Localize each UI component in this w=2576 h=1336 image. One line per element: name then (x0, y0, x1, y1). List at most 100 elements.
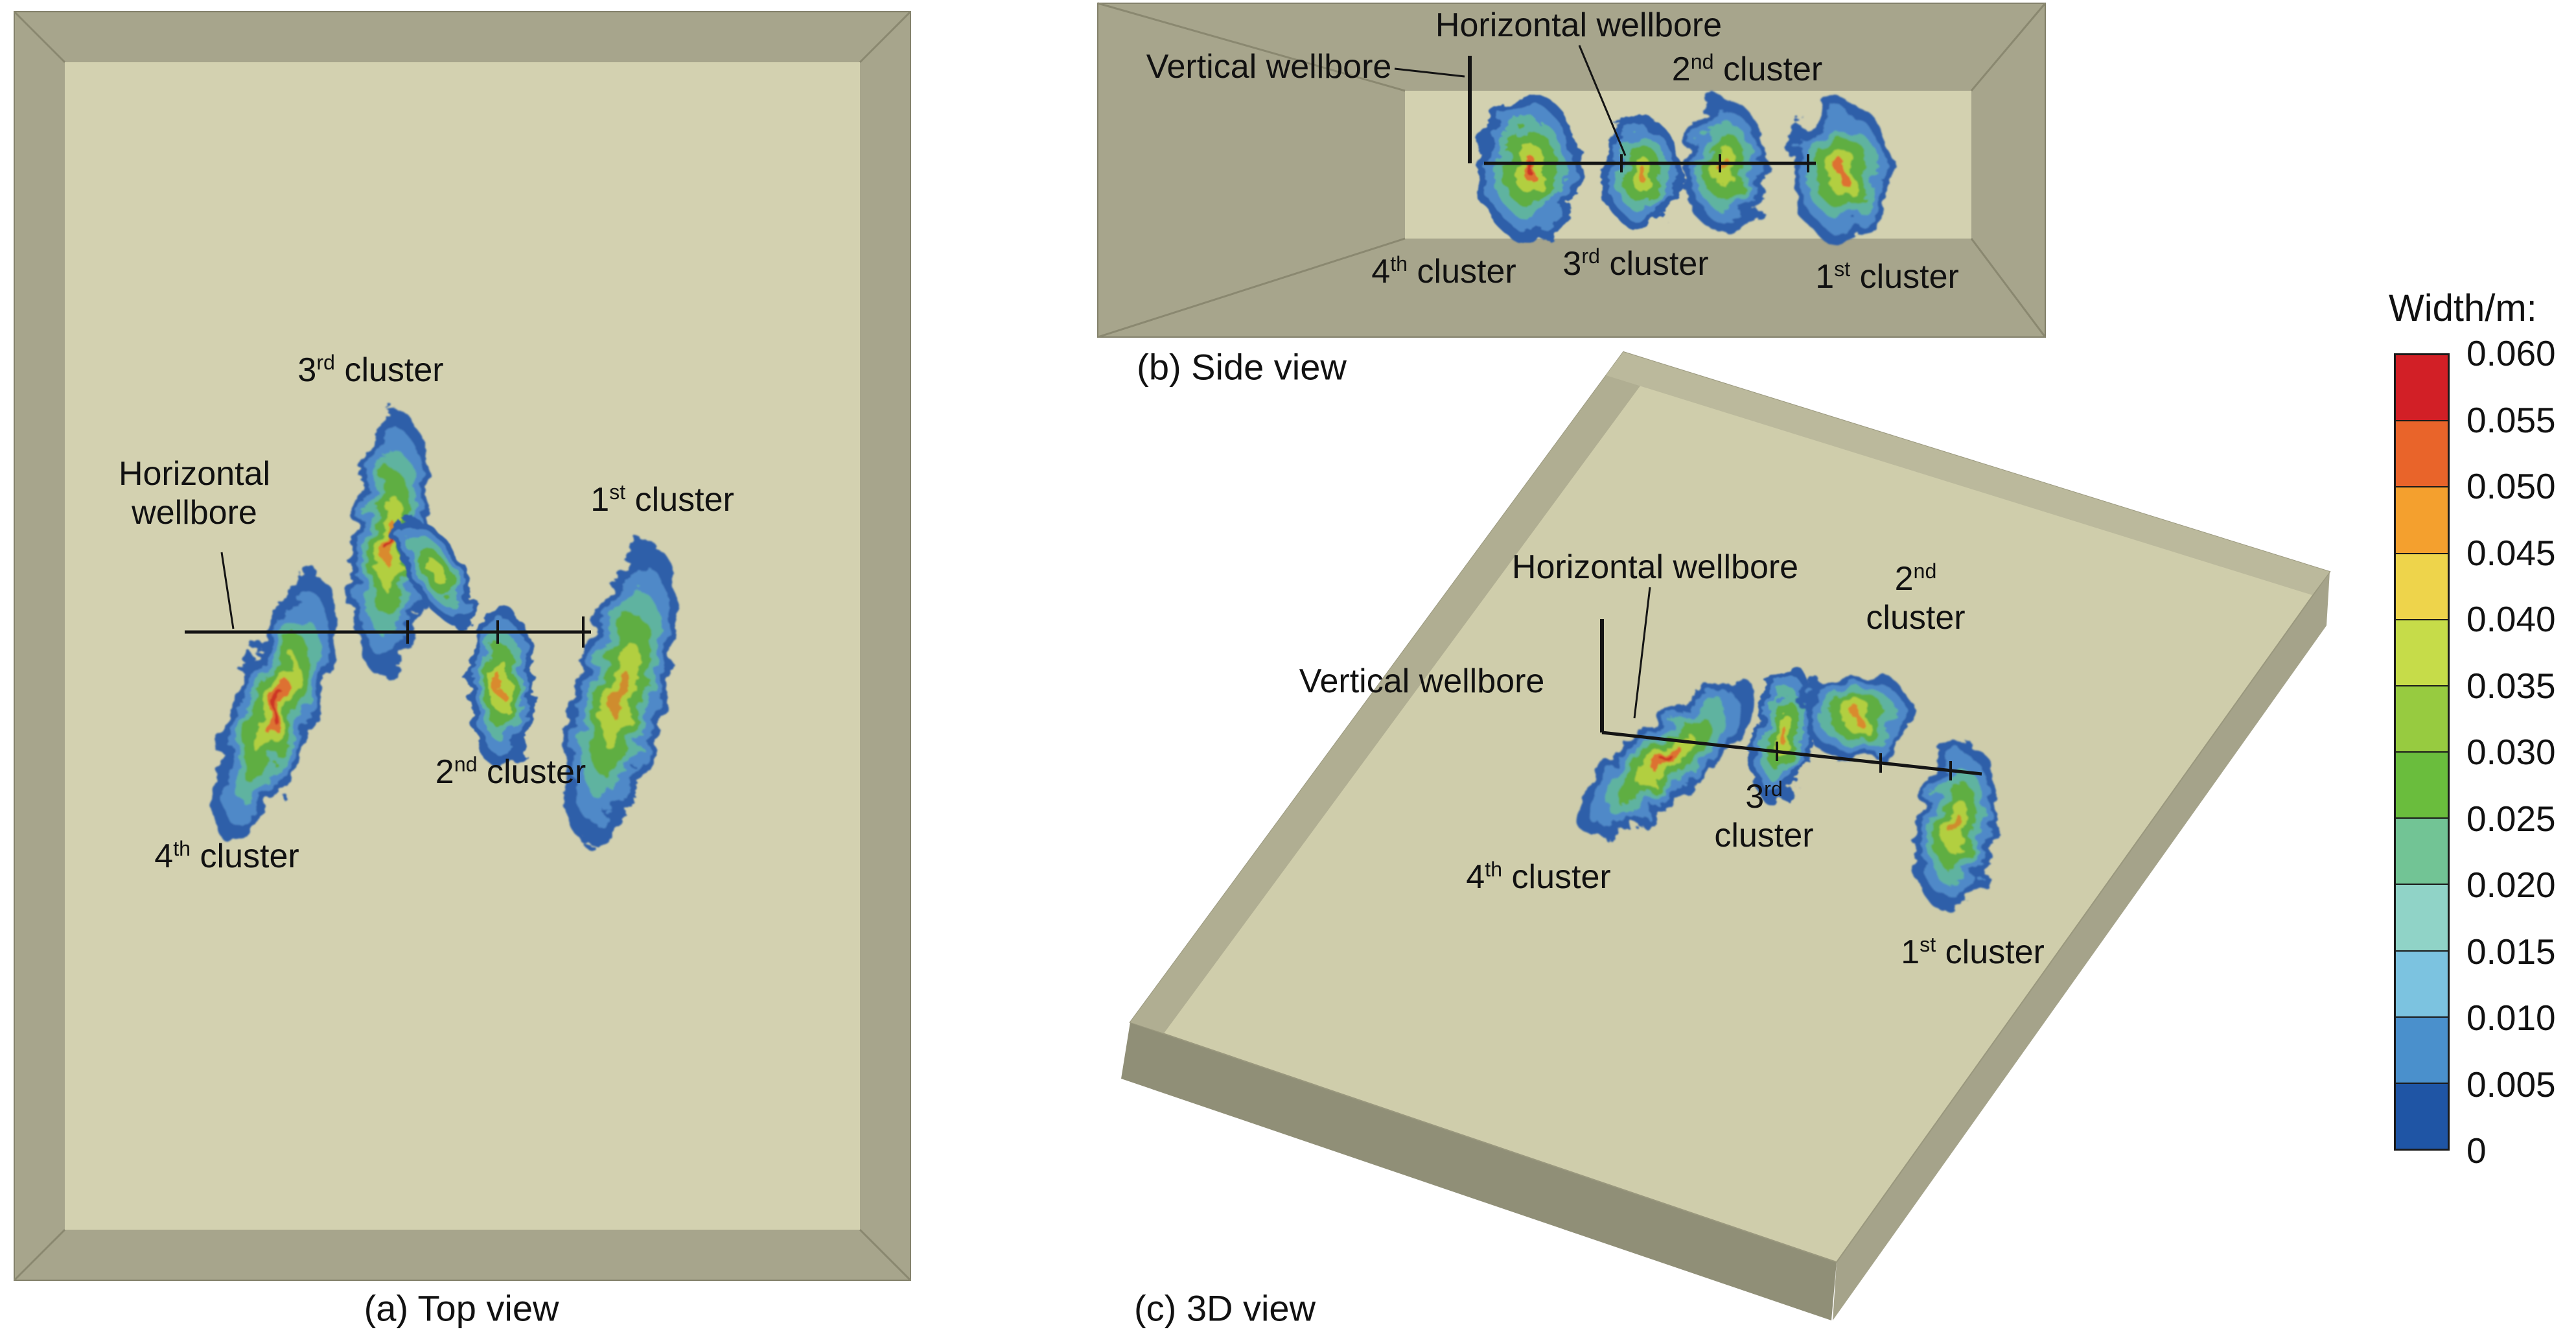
horizontal-wellbore-line-3d-view (1601, 731, 1982, 776)
cluster-ordinal: rd (316, 350, 335, 374)
cluster-ordinal: st (1834, 257, 1851, 281)
legend-title: Width/m: (2389, 287, 2537, 329)
cluster-ordinal: th (173, 836, 191, 860)
label-line: wellbore (132, 494, 257, 532)
fracture-cluster-4-3d-view (1576, 682, 1755, 838)
legend-color-cell (2396, 620, 2448, 686)
caption-3d-view: (c) 3D view (1133, 1287, 1316, 1329)
cluster-number: 4 (1371, 253, 1391, 291)
legend-color-cell (2396, 1083, 2448, 1149)
cluster-text: cluster (1936, 933, 2045, 972)
label-horizontal-wellbore-side-view: Horizontal wellbore (1435, 6, 1723, 45)
slab-front-left-face (1121, 1022, 1837, 1320)
label-cluster-4-side-view: 4th cluster (1371, 253, 1516, 292)
legend-color-cell (2396, 355, 2448, 422)
top-view-corner-edges (13, 10, 912, 1282)
cluster-number: 2 (435, 753, 454, 791)
horizontal-wellbore-pointer-top-view (220, 552, 235, 629)
label-cluster-1-3d-view: 1st cluster (1901, 933, 2045, 972)
cluster-number: 4 (1466, 858, 1485, 897)
horizontal-wellbore-pointer-side-view (1578, 45, 1627, 156)
fracture-cluster-3-side-view (1602, 117, 1681, 230)
legend-tick-label: 0.015 (2466, 931, 2556, 972)
legend-color-cell (2396, 819, 2448, 885)
legend-tick-label: 0.055 (2466, 399, 2556, 440)
legend-color-cell (2396, 1017, 2448, 1084)
cluster-number: 3 (297, 351, 317, 390)
cluster-number: 2 (1894, 560, 1914, 598)
cluster-ordinal: rd (1764, 777, 1783, 801)
fracture-layer (425, 556, 446, 587)
label-cluster-3-top-view: 3rd cluster (297, 351, 443, 390)
label-cluster-2-3d-view: 2nd cluster (1866, 560, 1965, 638)
legend-color-cell (2396, 753, 2448, 819)
legend-tick-label: 0.045 (2466, 532, 2556, 573)
label-horizontal-wellbore-top-view: Horizontal wellbore (119, 455, 270, 533)
label-line: cluster (1714, 817, 1814, 854)
fracture-layer (271, 690, 283, 717)
legend-tick-label: 0.050 (2466, 466, 2556, 506)
label-cluster-1-top-view: 1st cluster (590, 481, 734, 520)
fracture-cluster-2-side-view (1682, 99, 1767, 233)
legend-tick-label: 0 (2466, 1131, 2487, 1171)
vertical-wellbore-pointer-side-view (1394, 67, 1465, 78)
label-line: cluster (1866, 599, 1966, 637)
panel-top-view-box (13, 10, 912, 1282)
label-line: 2nd (1866, 560, 1965, 599)
legend-color-cell (2396, 487, 2448, 554)
wellbore-perforation-ticks-3d-view (1776, 742, 1952, 780)
cluster-number: 2 (1671, 51, 1691, 89)
legend-tick-label: 0.025 (2466, 798, 2556, 839)
cluster-text: cluster (625, 481, 734, 519)
fracture-cluster-1-top-view (563, 545, 677, 843)
caption-top-view: (a) Top view (364, 1287, 559, 1329)
fracture-layer (496, 674, 506, 698)
wellbore-perforation-ticks-top-view (406, 616, 585, 648)
fracture-layer (386, 532, 394, 554)
panel-3d-view-box (1121, 351, 2331, 1320)
cluster-text: cluster (334, 351, 444, 390)
cluster-text: cluster (1502, 858, 1611, 897)
cluster-text: cluster (1850, 258, 1959, 296)
label-cluster-4-3d-view: 4th cluster (1466, 858, 1610, 897)
label-cluster-2-top-view: 2nd cluster (435, 753, 586, 792)
legend-colorbar (2394, 353, 2450, 1151)
legend-tick-label: 0.040 (2466, 599, 2556, 639)
fracture-cluster-1-3d-view (1914, 741, 1998, 911)
cluster-text: cluster (1408, 253, 1516, 291)
wellbore-lines (185, 45, 1982, 780)
legend-color-cell (2396, 951, 2448, 1018)
fracture-layer (1719, 157, 1730, 175)
label-vertical-wellbore-side-view: Vertical wellbore (1146, 48, 1392, 86)
label-line: 3rd (1714, 778, 1813, 817)
label-line: Horizontal (118, 455, 271, 493)
fracture-layer (1636, 166, 1647, 182)
cluster-number: 1 (1815, 258, 1835, 296)
fracture-layer (1850, 709, 1865, 722)
label-vertical-wellbore-3d-view: Vertical wellbore (1299, 662, 1545, 701)
fracture-cluster-4-top-view (213, 578, 336, 842)
label-cluster-3-3d-view: 3rd cluster (1714, 778, 1813, 856)
fracture-cluster-3-3d-view (1750, 667, 1816, 803)
label-cluster-2-side-view: 2nd cluster (1672, 51, 1822, 89)
cluster-number: 3 (1562, 245, 1582, 283)
slab-back-left-wall (1130, 352, 1657, 1033)
cluster-ordinal: nd (1913, 559, 1937, 583)
caption-side-view: (b) Side view (1137, 346, 1347, 388)
cluster-text: cluster (191, 838, 299, 876)
fracture-cluster-4-side-view (1478, 94, 1581, 242)
label-cluster-1-side-view: 1st cluster (1815, 258, 1959, 297)
legend-tick-label: 0.060 (2466, 333, 2556, 373)
cluster-ordinal: nd (1690, 49, 1714, 73)
cluster-ordinal: st (1920, 932, 1936, 956)
legend-tick-label: 0.005 (2466, 1064, 2556, 1105)
cluster-ordinal: nd (454, 752, 478, 776)
cluster-number: 1 (1901, 933, 1920, 972)
label-horizontal-wellbore-3d-view: Horizontal wellbore (1511, 548, 1799, 587)
legend-tick-label: 0.020 (2466, 865, 2556, 905)
legend-color-cell (2396, 554, 2448, 620)
horizontal-wellbore-pointer-3d-view (1633, 587, 1651, 719)
slab-back-right-wall (1606, 352, 2330, 595)
